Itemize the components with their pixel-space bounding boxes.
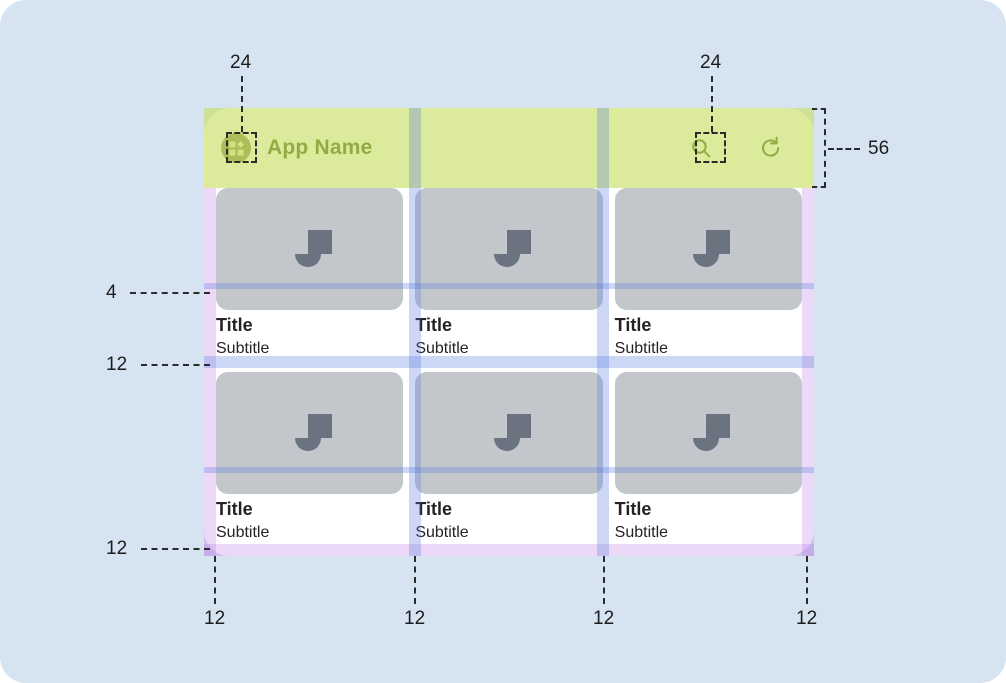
app-mock-frame: App Name	[204, 108, 814, 556]
annotation-media-text-gap: 4	[106, 282, 117, 303]
annotation-search-size: 24	[700, 52, 722, 73]
card-subtitle: Subtitle	[614, 524, 669, 542]
card-item[interactable]: Title Subtitle	[415, 188, 603, 360]
refresh-icon[interactable]	[756, 133, 786, 163]
annotation-box-search	[695, 132, 726, 163]
card-item[interactable]: Title Subtitle	[415, 372, 603, 544]
image-placeholder-icon	[216, 188, 404, 310]
image-placeholder-icon	[216, 372, 404, 494]
annotation-leader-media-text-gap	[130, 292, 210, 294]
annotation-box-logo	[226, 132, 257, 163]
card-title: Title	[614, 314, 652, 335]
annotation-leader-appbar-height	[828, 148, 860, 150]
card-text: Title Subtitle	[615, 494, 802, 544]
annotation-bottom-tick-3: 12	[593, 608, 615, 629]
card-grid: Title Subtitle Title Subtitle	[204, 188, 814, 556]
annotation-leader-logo	[241, 76, 243, 132]
annotation-leader-bottom-1	[214, 556, 216, 604]
card-item[interactable]: Title Subtitle	[216, 372, 404, 544]
annotation-leader-bottom-2	[414, 556, 416, 604]
card-item[interactable]: Title Subtitle	[216, 188, 404, 360]
annotation-bracket-appbar-height	[812, 108, 826, 188]
card-text: Title Subtitle	[615, 310, 802, 360]
card-item[interactable]: Title Subtitle	[614, 372, 802, 544]
annotation-bottom-tick-1: 12	[204, 608, 226, 629]
card-title: Title	[415, 314, 453, 335]
annotation-leader-row-gap	[141, 364, 210, 366]
card-title: Title	[614, 498, 652, 519]
card-subtitle: Subtitle	[614, 340, 669, 358]
annotation-appbar-height: 56	[868, 138, 890, 159]
annotation-row-gap: 12	[106, 354, 128, 375]
annotation-logo-size: 24	[230, 52, 252, 73]
image-placeholder-icon	[614, 372, 802, 494]
annotation-leader-bottom-padding	[141, 548, 210, 550]
card-title: Title	[216, 498, 253, 519]
annotation-leader-bottom-3	[603, 556, 605, 604]
image-placeholder-icon	[614, 188, 802, 310]
card-title: Title	[216, 314, 253, 335]
card-subtitle: Subtitle	[216, 340, 270, 358]
image-placeholder-icon	[415, 188, 603, 310]
annotation-bottom-tick-2: 12	[404, 608, 426, 629]
annotation-leader-bottom-4	[806, 556, 808, 604]
card-text: Title Subtitle	[415, 494, 602, 544]
card-title: Title	[415, 498, 453, 519]
image-placeholder-icon	[415, 372, 603, 494]
card-item[interactable]: Title Subtitle	[614, 188, 802, 360]
annotation-bottom-padding: 12	[106, 538, 128, 559]
card-text: Title Subtitle	[216, 494, 403, 544]
app-title: App Name	[267, 136, 373, 159]
card-subtitle: Subtitle	[216, 524, 270, 542]
card-text: Title Subtitle	[415, 310, 602, 360]
card-text: Title Subtitle	[216, 310, 403, 360]
card-subtitle: Subtitle	[415, 524, 469, 542]
annotation-leader-search	[711, 76, 713, 132]
annotation-bottom-tick-4: 12	[796, 608, 818, 629]
card-subtitle: Subtitle	[415, 340, 469, 358]
